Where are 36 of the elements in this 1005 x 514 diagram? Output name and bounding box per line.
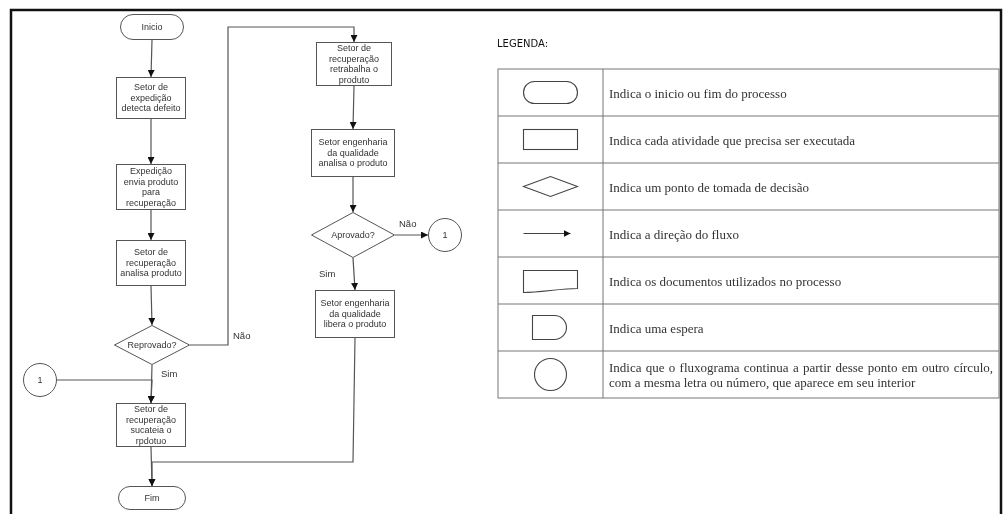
process-box: Expedição envia produto para recuperação [116, 164, 186, 210]
decision-diamond: Aprovado? [311, 212, 395, 258]
flow-arrow [56, 379, 155, 404]
legend-text: Indica a direção do fluxo [609, 226, 740, 241]
legend-text: Indica cada atividade que precisa ser executada [609, 132, 857, 147]
edge-label: Não [232, 330, 252, 341]
legend-text: Indica um ponto de tomada de decisão [609, 179, 810, 194]
process-box: Setor engenharia da qualidade libera o produto [315, 290, 395, 338]
terminal-shape: Inicio [120, 14, 184, 40]
decision-diamond: Reprovado? [114, 325, 190, 365]
legend-text: Indica os documentos utilizados no processo [609, 273, 843, 288]
flow-arrow [148, 285, 156, 326]
flow-arrow [147, 118, 155, 165]
process-box: Setor de recuperação sucateia o rpdotuo [116, 403, 186, 447]
edge-label: Não [398, 218, 418, 229]
legend-text: Indica o inicio ou fim do processo [609, 85, 788, 100]
edge-label: Sim [318, 268, 337, 279]
flow-arrow [351, 257, 359, 291]
process-box: Setor de recuperação analisa produto [116, 240, 186, 286]
legend-text: Indica que o fluxograma continua a partir desse ponto em outro círculo, com a mesma letra ou número, que aparece em seu interior [609, 359, 993, 390]
legend-heading: LEGENDA: [497, 38, 548, 49]
process-box: Setor de expedição detecta defeito [116, 77, 186, 119]
connector-circle: 1 [23, 363, 57, 397]
process-box: Setor de recuperação retrabalha o produto [316, 42, 392, 86]
edge-label: Sim [160, 368, 179, 379]
connector-circle: 1 [428, 218, 462, 252]
process-box: Setor engenharia da qualidade analisa o produto [311, 129, 395, 177]
legend-text: Indica uma espera [609, 320, 705, 335]
flow-arrow [148, 337, 356, 487]
flow-arrow [349, 176, 357, 213]
flow-arrow [147, 209, 155, 241]
flow-arrow [189, 26, 358, 346]
flow-arrow [349, 85, 357, 130]
flow-arrow [394, 231, 429, 239]
flow-arrow [147, 39, 155, 78]
terminal-shape: Fim [118, 486, 186, 510]
